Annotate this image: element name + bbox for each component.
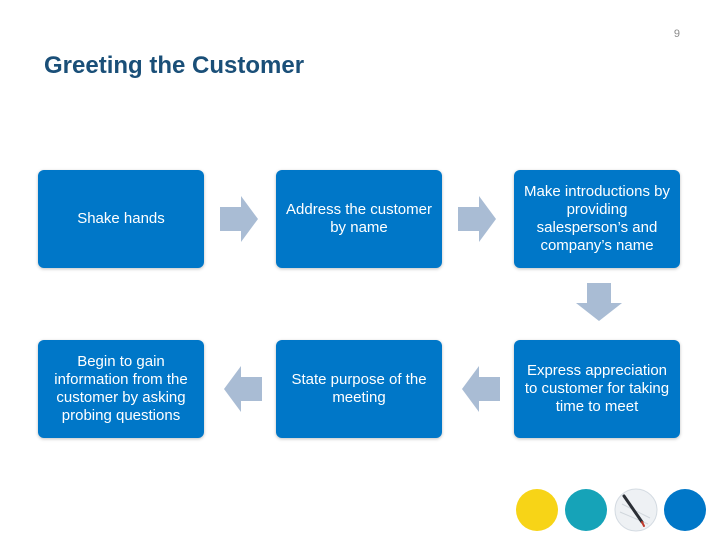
down-arrow-icon bbox=[576, 283, 622, 321]
blue-circle bbox=[664, 489, 706, 531]
decorative-circles bbox=[516, 488, 706, 532]
pen-photo-circle bbox=[614, 488, 658, 532]
step-label: Begin to gain information from the custo… bbox=[54, 353, 188, 424]
right-arrow-icon bbox=[220, 196, 258, 242]
teal-circle bbox=[565, 489, 607, 531]
step-label: Address the customer by name bbox=[286, 201, 432, 236]
step-label: Make introductions by providing salesper… bbox=[524, 183, 670, 254]
slide-title: Greeting the Customer bbox=[44, 52, 305, 79]
step-shake-hands: Shake hands bbox=[38, 170, 204, 268]
step-begin-gain-information: Begin to gain information from the custo… bbox=[38, 340, 204, 438]
yellow-circle bbox=[516, 489, 558, 531]
step-express-appreciation: Express appreciation to customer for tak… bbox=[514, 340, 680, 438]
right-arrow-icon bbox=[458, 196, 496, 242]
step-label: State purpose of the meeting bbox=[291, 371, 427, 406]
step-label: Shake hands bbox=[77, 210, 165, 227]
step-state-purpose: State purpose of the meeting bbox=[276, 340, 442, 438]
step-address-customer: Address the customer by name bbox=[276, 170, 442, 268]
step-make-introductions: Make introductions by providing salesper… bbox=[514, 170, 680, 268]
page-number: 9 bbox=[673, 28, 680, 40]
left-arrow-icon bbox=[462, 366, 500, 412]
left-arrow-icon bbox=[224, 366, 262, 412]
step-label: Express appreciation to customer for tak… bbox=[524, 362, 670, 415]
